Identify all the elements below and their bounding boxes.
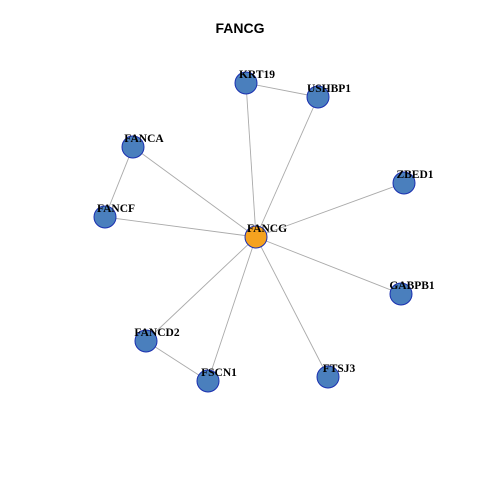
node-fscn1[interactable] (196, 369, 220, 393)
edge-fancg-fancd2 (145, 236, 257, 342)
node-fancg[interactable] (244, 225, 268, 249)
node-label-fscn1: FSCN1 (201, 367, 237, 379)
node-gabpb1[interactable] (389, 282, 413, 306)
node-layer (93, 71, 416, 393)
node-ushbp1[interactable] (306, 85, 330, 109)
edge-fancd2-fscn1 (145, 340, 209, 382)
node-fancd2[interactable] (134, 329, 158, 353)
edge-fancg-gabpb1 (255, 236, 402, 295)
edge-fancg-krt19 (245, 82, 257, 238)
edge-layer (104, 82, 405, 382)
node-label-fancg: FANCG (247, 223, 287, 235)
node-label-gabpb1: GABPB1 (389, 280, 435, 292)
graph-title: FANCG (215, 20, 265, 36)
node-zbed1[interactable] (392, 171, 416, 195)
edge-fancg-fscn1 (207, 236, 257, 382)
edge-fancg-fanca (132, 146, 257, 238)
node-ftsj3[interactable] (316, 365, 340, 389)
node-fancf[interactable] (93, 205, 117, 229)
node-label-fancd2: FANCD2 (134, 327, 179, 339)
node-label-zbed1: ZBED1 (396, 169, 433, 181)
node-label-ftsj3: FTSJ3 (323, 363, 356, 375)
edge-fancg-ftsj3 (255, 236, 329, 378)
node-fanca[interactable] (121, 135, 145, 159)
edge-fanca-fancf (104, 146, 134, 218)
edge-fancg-ushbp1 (255, 96, 319, 238)
edge-fancg-zbed1 (255, 182, 405, 238)
edge-fancg-fancf (104, 216, 257, 238)
node-label-krt19: KRT19 (239, 69, 275, 81)
node-label-fanca: FANCA (124, 133, 164, 145)
node-label-ushbp1: USHBP1 (307, 83, 351, 95)
node-label-fancf: FANCF (97, 203, 135, 215)
edge-krt19-ushbp1 (245, 82, 319, 98)
node-krt19[interactable] (234, 71, 258, 95)
